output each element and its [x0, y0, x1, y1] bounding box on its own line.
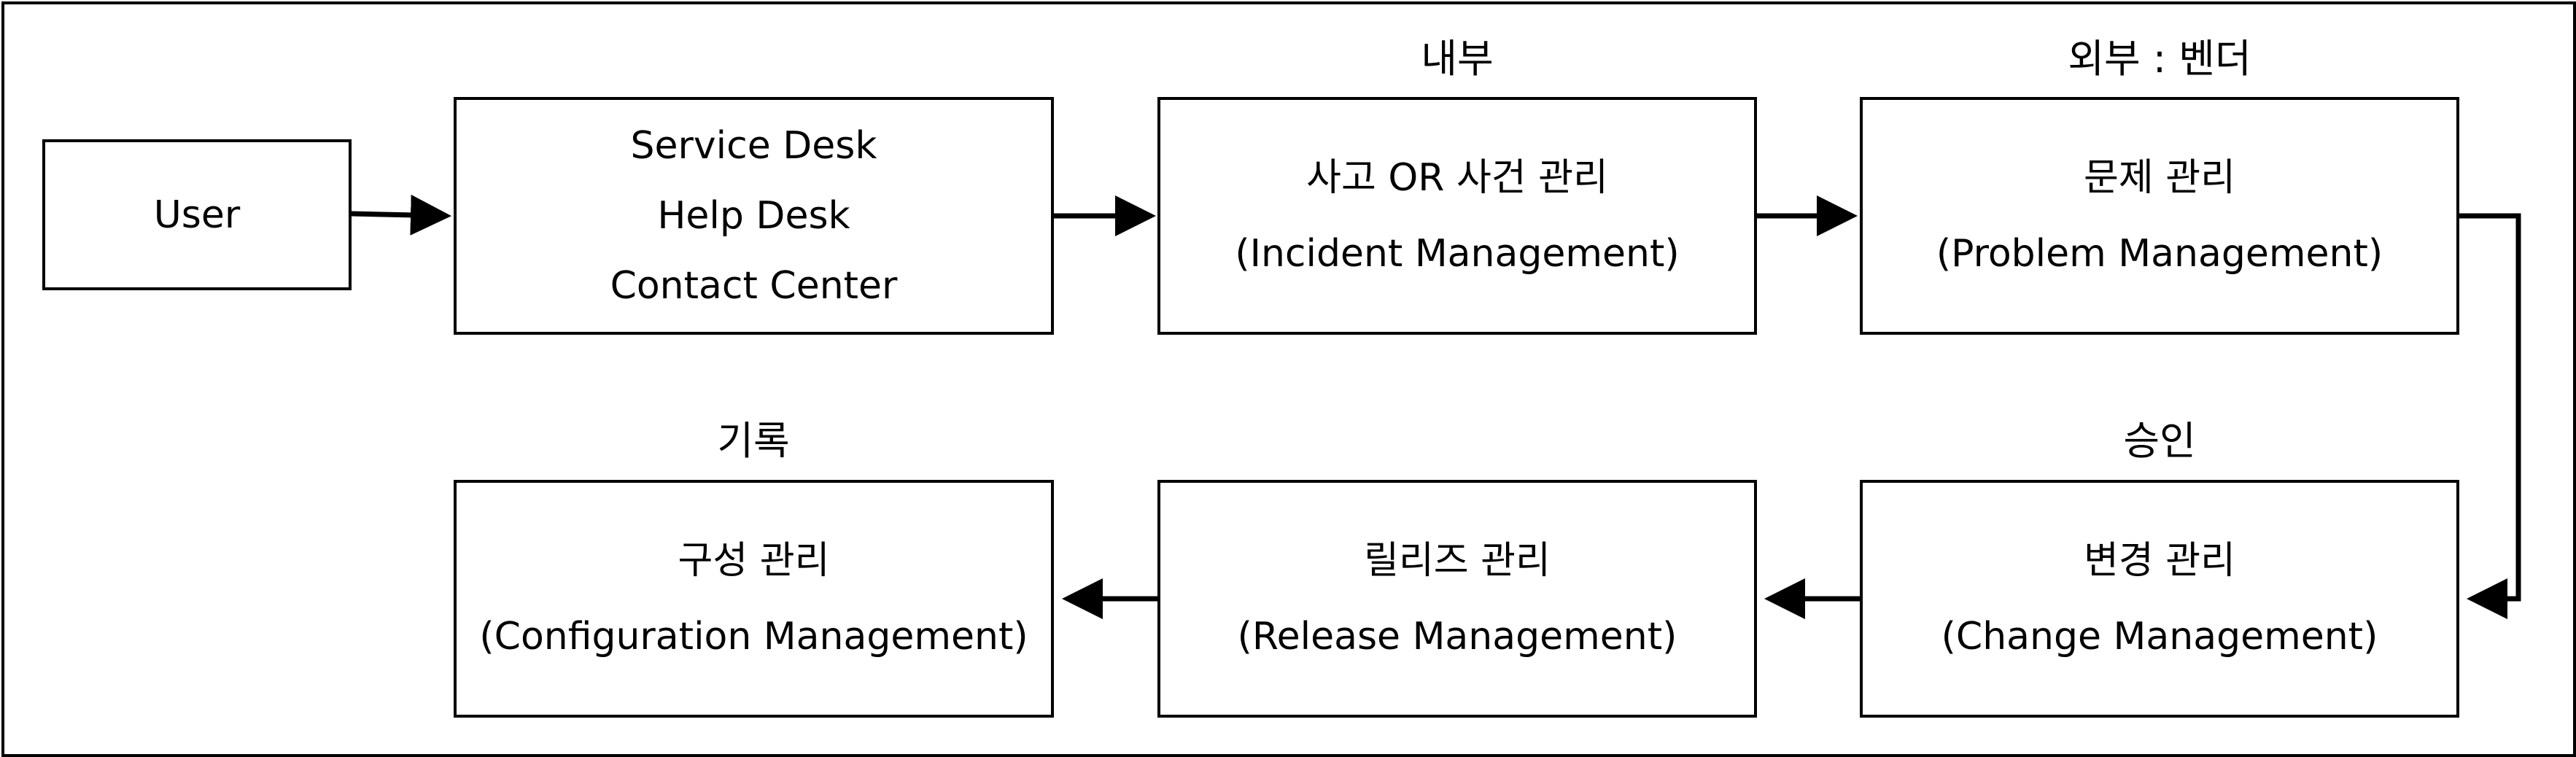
node-release-management: 릴리즈 관리 (Release Management): [1157, 480, 1757, 718]
node-config-title: 구성 관리: [678, 539, 830, 583]
node-service-desk-line1: Service Desk: [630, 124, 877, 168]
node-config-subtitle: (Configuration Management): [479, 615, 1028, 659]
node-problem-title: 문제 관리: [2084, 156, 2235, 200]
node-incident-management: 사고 OR 사건 관리 (Incident Management): [1157, 97, 1757, 335]
edge-problem-to-change: [2458, 213, 2521, 619]
node-problem-management: 문제 관리 (Problem Management): [1860, 97, 2459, 335]
label-record: 기록: [717, 418, 790, 464]
node-user-label: User: [153, 193, 241, 237]
node-change-title: 변경 관리: [2084, 539, 2235, 583]
edge-user-to-desk: [351, 194, 451, 236]
node-configuration-management: 구성 관리 (Configuration Management): [454, 480, 1054, 718]
node-incident-subtitle: (Incident Management): [1235, 232, 1680, 276]
label-internal: 내부: [1421, 36, 1494, 82]
node-release-title: 릴리즈 관리: [1364, 539, 1551, 583]
node-problem-subtitle: (Problem Management): [1936, 232, 2383, 276]
node-service-desk-line3: Contact Center: [610, 264, 898, 308]
node-service-desk-line2: Help Desk: [657, 194, 850, 238]
node-user: User: [42, 139, 352, 290]
node-release-subtitle: (Release Management): [1237, 615, 1677, 659]
label-external-vendor: 외부 : 벤더: [2068, 36, 2251, 82]
node-incident-title: 사고 OR 사건 관리: [1306, 156, 1608, 200]
node-service-desk: Service Desk Help Desk Contact Center: [454, 97, 1054, 335]
node-change-management: 변경 관리 (Change Management): [1860, 480, 2459, 718]
label-approval: 승인: [2123, 418, 2196, 464]
node-change-subtitle: (Change Management): [1941, 615, 2378, 659]
